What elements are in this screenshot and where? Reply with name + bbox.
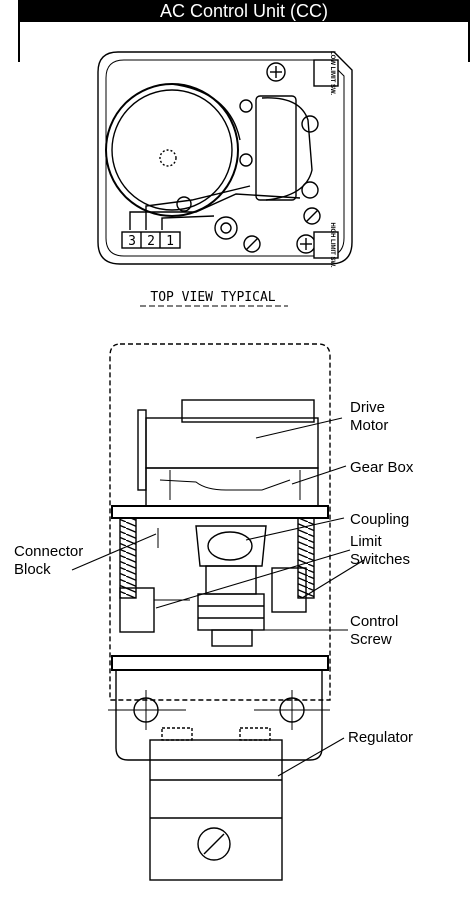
terminal-2: 2 bbox=[147, 234, 155, 249]
side-view-drawing bbox=[108, 343, 331, 881]
top-view-caption: TOP VIEW TYPICAL bbox=[150, 290, 275, 305]
label-regulator: Regulator bbox=[348, 729, 413, 746]
label-drive-line2: Motor bbox=[350, 417, 388, 434]
frame-left-edge bbox=[18, 22, 20, 62]
top-view-drawing bbox=[97, 51, 353, 265]
label-gear-box: Gear Box bbox=[350, 459, 414, 476]
frame-right-edge bbox=[468, 22, 470, 62]
label-limit-line2: Switches bbox=[350, 551, 410, 568]
page-title: AC Control Unit (CC) bbox=[18, 0, 470, 22]
terminal-3: 3 bbox=[128, 234, 136, 249]
label-connector-line1: Connector bbox=[14, 543, 83, 560]
label-connector-line2: Block bbox=[14, 561, 51, 578]
low-limit-tag: LOW LIMIT SW. bbox=[329, 51, 335, 95]
leader-lines bbox=[71, 417, 365, 777]
label-limit-line1: Limit bbox=[350, 533, 383, 550]
terminal-1: 1 bbox=[166, 234, 174, 249]
high-limit-tag: HIGH LIMIT SW. bbox=[329, 223, 335, 268]
label-drive-line1: Drive bbox=[350, 399, 385, 416]
label-control-line2: Screw bbox=[350, 631, 392, 648]
label-control-line1: Control bbox=[350, 613, 398, 630]
label-coupling: Coupling bbox=[350, 511, 409, 528]
